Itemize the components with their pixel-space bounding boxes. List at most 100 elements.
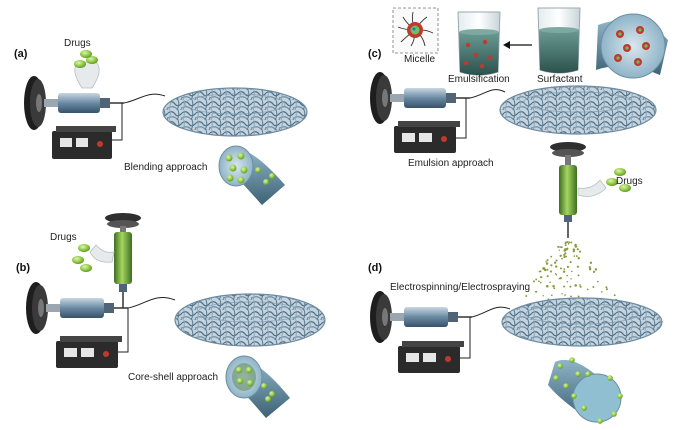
spray-particle bbox=[549, 270, 552, 273]
spray-particle bbox=[564, 244, 567, 247]
spray-particle bbox=[613, 294, 616, 297]
spray-particle bbox=[572, 250, 575, 253]
panel-label-c: (c) bbox=[368, 48, 382, 60]
spray-particle bbox=[542, 295, 544, 297]
spray-particle bbox=[569, 261, 572, 264]
spray-particle bbox=[575, 255, 578, 257]
panel-d bbox=[370, 142, 663, 424]
spray-particle bbox=[561, 293, 563, 295]
panel-b bbox=[26, 213, 326, 418]
spray-particle bbox=[555, 259, 558, 262]
spray-particle bbox=[549, 281, 551, 284]
spray-particle bbox=[545, 262, 549, 265]
vertical-syringe-icon bbox=[105, 213, 141, 308]
power-supply-icon bbox=[52, 126, 116, 159]
spray-particle bbox=[566, 265, 570, 269]
spray-particle bbox=[539, 270, 542, 273]
spray-particle bbox=[544, 268, 547, 272]
spray-particle bbox=[563, 254, 565, 257]
spray-particle bbox=[566, 280, 569, 283]
spray-particle bbox=[574, 243, 577, 247]
surfactant-label: Surfactant bbox=[537, 74, 583, 85]
spray-particle bbox=[564, 255, 567, 258]
drug-funnel-icon bbox=[72, 244, 115, 272]
power-supply-icon bbox=[398, 341, 464, 373]
wire bbox=[469, 89, 506, 99]
wire bbox=[460, 317, 471, 359]
spray-particle bbox=[596, 280, 599, 283]
spray-particle bbox=[564, 252, 567, 255]
spray-particle bbox=[546, 275, 549, 278]
spray-particle bbox=[533, 280, 535, 283]
spray-particle bbox=[574, 284, 577, 287]
caption-core-shell: Core-shell approach bbox=[128, 372, 219, 383]
spray-particle bbox=[568, 241, 571, 243]
spray-particle bbox=[546, 268, 549, 271]
spray-particle bbox=[546, 259, 549, 262]
spray-particle bbox=[558, 277, 561, 280]
spray-particle bbox=[570, 295, 572, 298]
spray-particle bbox=[589, 267, 592, 270]
spray-particle bbox=[540, 275, 543, 279]
spray-particle bbox=[567, 242, 570, 245]
spray-particle bbox=[558, 246, 560, 248]
syringe-icon bbox=[44, 93, 124, 113]
collector-disc-icon bbox=[24, 76, 46, 130]
panel-label-b: (b) bbox=[16, 262, 31, 274]
spray-particle bbox=[578, 250, 582, 253]
spray-particle bbox=[566, 274, 568, 277]
micelle-label: Micelle bbox=[404, 54, 436, 65]
spray-particle bbox=[550, 264, 553, 267]
panel-label-d: (d) bbox=[368, 262, 383, 274]
syringe-icon bbox=[46, 298, 128, 318]
wire bbox=[118, 308, 129, 353]
spray-particle bbox=[569, 285, 572, 288]
spray-particle bbox=[558, 249, 560, 251]
spray-particle bbox=[535, 278, 538, 281]
wire bbox=[127, 296, 176, 309]
spray-particle bbox=[566, 247, 569, 250]
panel-a bbox=[24, 50, 308, 205]
fiber-cross-section-emulsion bbox=[596, 13, 668, 79]
spray-particle bbox=[545, 261, 547, 263]
spray-particle bbox=[561, 257, 563, 260]
spray-particle bbox=[525, 295, 528, 297]
syringe-icon bbox=[390, 307, 472, 327]
fiber-cross-section-core-shell bbox=[225, 355, 290, 418]
spray-particles bbox=[525, 241, 618, 303]
spray-particle bbox=[575, 245, 578, 248]
beaker-icon bbox=[537, 7, 581, 74]
spray-particle bbox=[577, 295, 580, 298]
spray-particle bbox=[563, 285, 566, 288]
caption-blending: Blending approach bbox=[124, 162, 208, 173]
fiber-cross-section-blended bbox=[218, 145, 285, 205]
fiber-mesh-icon bbox=[162, 87, 308, 137]
drug-funnel-icon bbox=[74, 50, 100, 89]
spray-particle bbox=[535, 290, 538, 293]
beaker-icon bbox=[457, 11, 501, 76]
spray-particle bbox=[542, 267, 545, 270]
wire bbox=[123, 93, 166, 104]
spray-particle bbox=[550, 294, 553, 297]
spray-particle bbox=[555, 265, 558, 268]
spray-particle bbox=[538, 280, 540, 283]
spray-particle bbox=[564, 294, 566, 296]
spray-particle bbox=[559, 277, 562, 280]
spray-particle bbox=[576, 265, 579, 268]
spray-particle bbox=[563, 249, 566, 252]
spray-particle bbox=[563, 268, 566, 270]
spray-particle bbox=[576, 248, 579, 251]
panel-c bbox=[370, 7, 668, 153]
spray-particle bbox=[579, 285, 582, 288]
fiber-mesh-icon bbox=[499, 85, 657, 135]
power-supply-icon bbox=[394, 121, 460, 153]
spray-particle bbox=[559, 267, 562, 270]
emulsification-label: Emulsification bbox=[448, 74, 510, 85]
spray-particle bbox=[577, 256, 580, 260]
wire bbox=[471, 306, 511, 318]
spray-particle bbox=[562, 270, 566, 273]
spray-particle bbox=[594, 268, 598, 271]
spray-particle bbox=[539, 281, 542, 284]
fiber-mesh-icon bbox=[174, 293, 326, 347]
